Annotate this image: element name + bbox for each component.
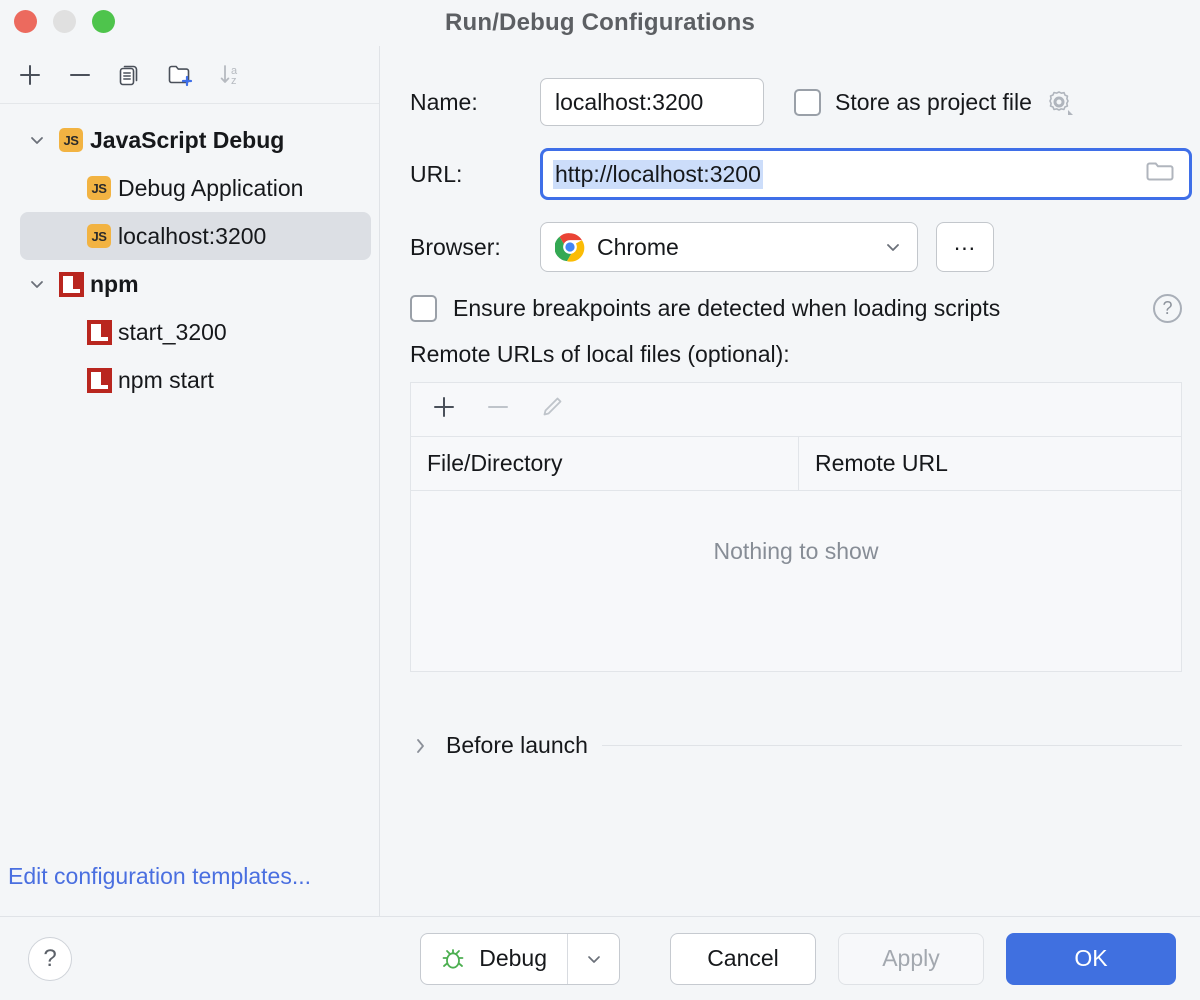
browser-label: Browser: — [410, 233, 501, 260]
browser-value: Chrome — [597, 233, 679, 260]
column-header-remote-url[interactable]: Remote URL — [815, 450, 948, 476]
debug-button[interactable]: Debug — [421, 934, 567, 984]
tree-group-npm[interactable]: npm — [20, 260, 371, 308]
dialog-body: a z JS JavaScript Debug — [0, 46, 1200, 916]
store-as-project-file-checkbox[interactable] — [794, 88, 821, 116]
chevron-down-icon[interactable] — [22, 130, 52, 150]
apply-button[interactable]: Apply — [838, 932, 984, 985]
tree-item-label: npm — [90, 270, 139, 297]
name-row: Name: localhost:3200 Store as project fi… — [380, 78, 1200, 126]
cancel-button[interactable]: Cancel — [670, 932, 816, 985]
plus-icon — [434, 397, 454, 417]
copy-icon — [119, 65, 138, 85]
store-as-project-file-label: Store as project file — [835, 88, 1032, 115]
ensure-breakpoints-label: Ensure breakpoints are detected when loa… — [453, 295, 1001, 321]
debug-dropdown-button[interactable] — [567, 933, 619, 984]
sort-alphabetically-button[interactable]: a z — [208, 54, 252, 96]
remove-mapping-button[interactable] — [483, 392, 513, 427]
npm-icon — [80, 367, 118, 393]
add-mapping-button[interactable] — [429, 392, 459, 427]
browse-folder-icon[interactable] — [1143, 157, 1177, 192]
remote-urls-toolbar — [411, 383, 1181, 437]
zoom-button[interactable] — [92, 10, 115, 33]
section-divider — [601, 745, 1182, 746]
sidebar-item-debug-application[interactable]: JS Debug Application — [20, 164, 371, 212]
ensure-breakpoints-row: Ensure breakpoints are detected when loa… — [380, 294, 1200, 323]
edit-configuration-templates-link[interactable]: Edit configuration templates... — [8, 863, 311, 889]
chevron-down-icon — [587, 955, 600, 963]
svg-text:z: z — [231, 75, 237, 87]
edit-mapping-button[interactable] — [537, 392, 567, 427]
help-button[interactable]: ? — [28, 936, 72, 981]
tree-item-label: npm start — [118, 366, 214, 393]
window-controls — [14, 10, 115, 33]
configurations-tree: JS JavaScript Debug JS Debug Application — [0, 104, 379, 863]
remote-urls-header: File/Directory Remote URL — [411, 437, 1181, 491]
minimize-button[interactable] — [53, 10, 76, 33]
tree-item-label: JavaScript Debug — [90, 126, 285, 153]
url-field-wrapper: http://localhost:3200 — [540, 148, 1192, 200]
store-as-project-file-group[interactable]: Store as project file — [794, 87, 1074, 117]
footer-buttons: Debug Cancel Apply OK — [420, 932, 1178, 985]
sidebar-item-localhost-3200[interactable]: JS localhost:3200 — [20, 212, 371, 260]
ok-button[interactable]: OK — [1006, 932, 1176, 985]
browser-row: Browser: Chrome ... — [380, 222, 1200, 272]
npm-icon — [52, 271, 90, 297]
dialog-footer: ? Debug Cancel Apply OK — [0, 916, 1200, 1000]
configuration-form: Name: localhost:3200 Store as project fi… — [380, 46, 1200, 916]
debug-button-group[interactable]: Debug — [420, 932, 620, 985]
help-icon[interactable]: ? — [1153, 294, 1182, 323]
chevron-right-icon[interactable] — [410, 735, 432, 757]
folder-add-icon — [168, 65, 193, 86]
browser-select[interactable]: Chrome — [540, 222, 918, 272]
new-folder-button[interactable] — [158, 54, 202, 96]
name-input[interactable]: localhost:3200 — [540, 78, 764, 126]
close-button[interactable] — [14, 10, 37, 33]
add-configuration-button[interactable] — [8, 54, 52, 96]
before-launch-section[interactable]: Before launch — [380, 732, 1200, 759]
js-icon: JS — [52, 128, 90, 152]
chevron-down-icon[interactable] — [22, 274, 52, 294]
sidebar-item-start-3200[interactable]: start_3200 — [20, 308, 371, 356]
chrome-icon — [555, 233, 585, 262]
sort-az-icon: a z — [220, 65, 238, 87]
tree-item-label: localhost:3200 — [118, 222, 267, 249]
remote-urls-title: Remote URLs of local files (optional): — [410, 341, 790, 367]
column-header-file-directory[interactable]: File/Directory — [411, 437, 799, 490]
empty-state-text: Nothing to show — [713, 537, 879, 564]
tree-item-label: Debug Application — [118, 174, 304, 201]
configurations-sidebar: a z JS JavaScript Debug — [0, 46, 380, 916]
remove-configuration-button[interactable] — [58, 54, 102, 96]
plus-icon — [20, 64, 40, 85]
url-value: http://localhost:3200 — [553, 159, 763, 189]
remote-urls-table: File/Directory Remote URL Nothing to sho… — [410, 382, 1182, 672]
tree-group-javascript-debug[interactable]: JS JavaScript Debug — [20, 116, 371, 164]
tree-item-label: start_3200 — [118, 318, 227, 345]
title-bar: Run/Debug Configurations — [0, 0, 1200, 46]
debug-button-label: Debug — [479, 945, 547, 971]
dialog-title: Run/Debug Configurations — [444, 9, 756, 36]
minus-icon — [70, 73, 90, 76]
before-launch-label: Before launch — [446, 732, 588, 758]
browser-more-button[interactable]: ... — [936, 222, 994, 272]
url-label: URL: — [410, 160, 463, 187]
url-input[interactable]: http://localhost:3200 — [540, 148, 1192, 200]
svg-text:a: a — [231, 65, 238, 77]
copy-configuration-button[interactable] — [108, 54, 152, 96]
chevron-down-icon[interactable] — [881, 235, 905, 259]
name-label: Name: — [410, 88, 478, 115]
minus-icon — [488, 406, 508, 408]
js-icon: JS — [80, 176, 118, 200]
js-icon: JS — [80, 224, 118, 248]
pencil-icon — [543, 397, 562, 416]
sidebar-item-npm-start[interactable]: npm start — [20, 356, 371, 404]
gear-icon[interactable] — [1044, 87, 1074, 117]
sidebar-toolbar: a z — [0, 46, 379, 104]
npm-icon — [80, 319, 118, 345]
ensure-breakpoints-checkbox[interactable] — [410, 295, 437, 322]
bug-icon — [442, 948, 464, 969]
url-row: URL: http://localhost:3200 — [380, 148, 1200, 200]
